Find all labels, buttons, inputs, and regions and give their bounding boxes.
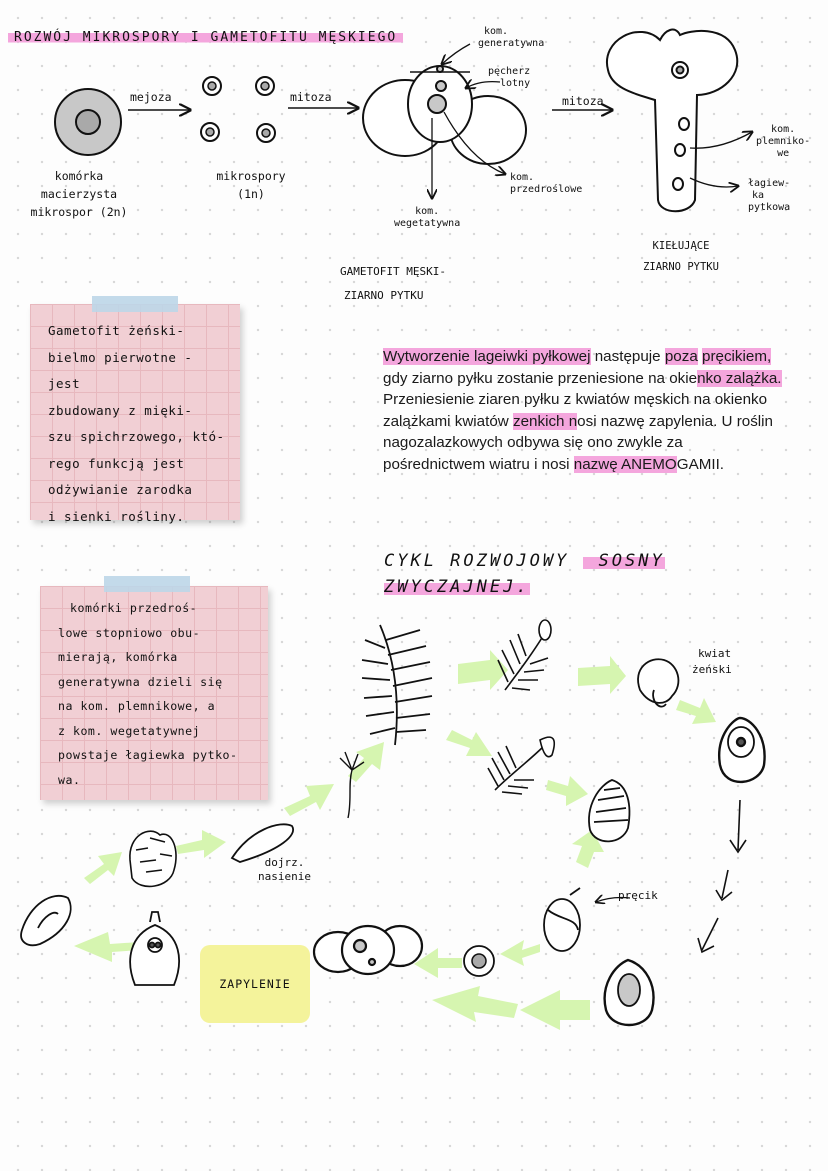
label-stamen: pręcik	[618, 889, 658, 902]
germinating-pollen-drawing	[605, 28, 739, 213]
right-down-arrows	[697, 799, 747, 954]
ovule-bottom-drawing	[603, 958, 655, 1027]
mother-cell-drawing	[54, 88, 122, 156]
ovule-top-drawing	[718, 716, 766, 784]
male-cone-drawing	[588, 779, 631, 843]
note2-text: komórki przedroś- lowe stopniowo obu- mi…	[58, 601, 238, 787]
pine-branch-male	[487, 736, 556, 795]
pollination-label: ZAPYLENIE	[219, 977, 291, 991]
microspore-lower-drawing	[463, 945, 495, 977]
pollination-box: ZAPYLENIE	[200, 945, 310, 1023]
note2-tape	[104, 576, 190, 592]
label-meioza: mejoza	[130, 90, 172, 104]
label-mitoza-2: mitoza	[562, 94, 604, 108]
label-prothallial-cells: kom.przedroślowe	[510, 172, 583, 195]
ovule-archegonia-drawing	[129, 911, 180, 986]
note1-text: Gametofit żeński- bielmo pierwotne - jes…	[48, 323, 225, 524]
label-mature-seed: dojrz.nasienie	[258, 856, 311, 883]
section-title-microspore: ROZWÓJ MIKROSPORY I GAMETOFITU MĘSKIEGO	[8, 30, 404, 45]
cycle-green-arrows	[74, 650, 716, 1030]
pine-branch-large	[361, 624, 433, 746]
microspores-drawing	[200, 76, 276, 143]
label-microspores: mikrospory(1n)	[216, 169, 286, 201]
label-mitoza-1: mitoza	[290, 90, 332, 104]
seedling-drawing	[339, 751, 365, 819]
pollen-grain-drawing	[362, 65, 527, 165]
winged-seed-drawing	[20, 895, 72, 947]
young-cone-drawing	[129, 830, 177, 888]
label-sperm-cells: kom.plemniko-we	[756, 124, 811, 159]
female-flower-drawing	[637, 658, 680, 708]
pine-branch-cone	[497, 619, 552, 691]
label-male-gametophyte: GAMETOFIT MĘSKI-ZIARNO PYTKU	[340, 265, 446, 302]
mature-seed-drawing	[230, 823, 294, 863]
stamen-drawing	[543, 887, 581, 952]
note1-tape	[92, 296, 178, 312]
pollination-paragraph: Wytworzenie lageiwki pyłkowej następuje …	[383, 348, 782, 473]
label-generative-cell: kom.generatywna	[478, 26, 545, 49]
sticky-note-female-gametophyte: Gametofit żeński- bielmo pierwotne - jes…	[30, 304, 240, 524]
label-vegetative-cell: kom.wegetatywna	[394, 206, 461, 229]
cycle-title: CYKL ROZWOJOWY SOSNY ZWYCZAJNEJ.	[384, 551, 665, 597]
pollen-grain-lower-drawing	[312, 924, 424, 976]
sticky-note-prothallial: komórki przedroś- lowe stopniowo obu- mi…	[40, 586, 268, 800]
